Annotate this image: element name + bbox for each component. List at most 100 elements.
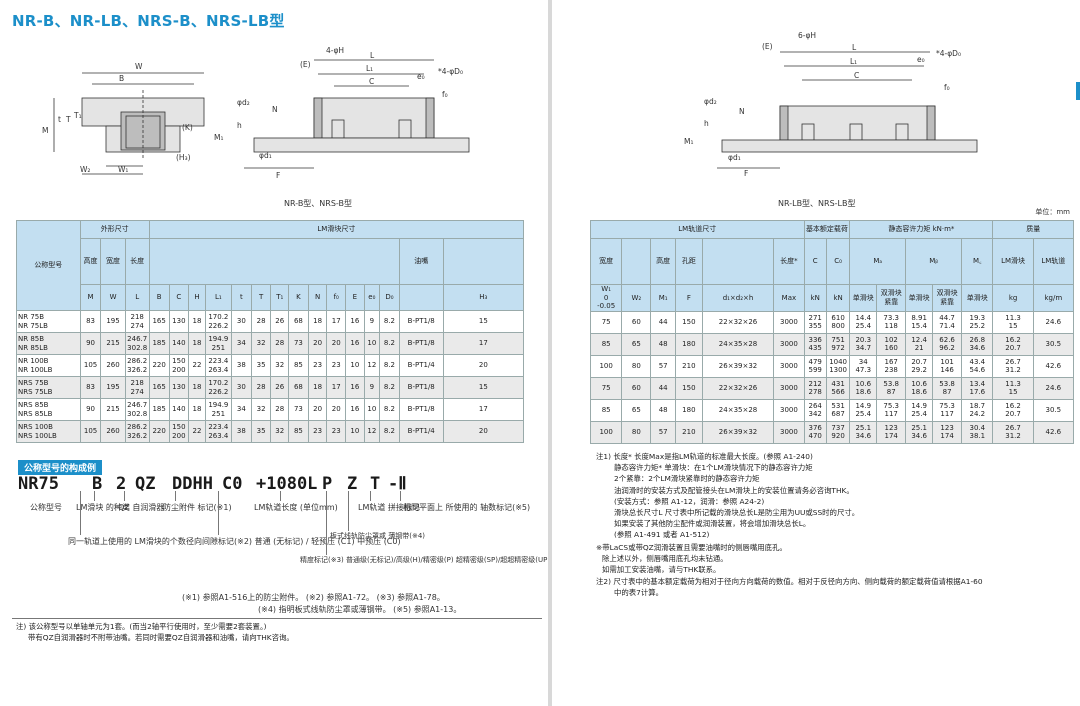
dim-b-label: B <box>119 74 124 83</box>
left-page: NR-B、NR-LB、NRS-B、NRS-LB型 W B M t T T₁ (K… <box>12 12 551 642</box>
table-cell: 3000 <box>773 420 805 444</box>
cell-model: NRS 85B NRS 85LB <box>16 398 81 421</box>
label-parallel: 相同平面上 所使用的 轴数标记(※5) <box>403 503 531 512</box>
table-cell: 25.1 34.6 <box>849 420 878 444</box>
dim-holes-label: 4-φH <box>326 46 344 55</box>
th-right-col: kN <box>825 284 851 312</box>
table-cell: 53.8 87 <box>876 376 907 400</box>
th-right-col: 单滑块 <box>905 284 934 312</box>
table-cell: 170.2 226.2 <box>204 310 233 333</box>
table-cell: 26.7 31.2 <box>992 420 1034 444</box>
dim-f-label-r: F <box>744 169 748 178</box>
table-cell: 150 200 <box>168 420 190 443</box>
table-cell: 140 <box>168 398 190 421</box>
table-cell: 62.6 96.2 <box>932 332 963 356</box>
dim-n-label: N <box>272 105 278 114</box>
ref-line-1: (※1) 参照A1-516上的防尘附件。 (※2) 参照A1-72。 (※3) … <box>182 593 445 602</box>
table-cell: 32 <box>250 332 272 355</box>
code-part: DDHH <box>172 474 213 494</box>
th-left-col: M <box>79 284 102 311</box>
th-height-r: 高度 <box>650 238 676 285</box>
th-right-col: kg <box>992 284 1034 312</box>
note-right: (安装方式：参照 A1-12，润滑：参照 A24-2) <box>614 497 765 506</box>
table-cell: 8.2 <box>379 376 400 399</box>
table-cell: 102 160 <box>876 332 907 356</box>
table-cell: 28 <box>250 310 272 333</box>
th-right-col: 双滑块 紧靠 <box>876 284 907 312</box>
table-cell: 20.7 29.2 <box>905 354 934 378</box>
table-cell: 28 <box>270 332 290 355</box>
dim-h-label: h <box>237 121 242 130</box>
table-cell: 28 <box>250 376 272 399</box>
th-mb: Mᵦ <box>905 238 963 285</box>
th-block: LM滑块尺寸 <box>148 220 525 239</box>
th-length: 长度 <box>124 238 150 285</box>
th-left-col: t <box>231 284 252 311</box>
th-left-col: f₀ <box>326 284 347 311</box>
side-tab <box>1076 82 1080 100</box>
table-cell: 90 <box>79 332 102 355</box>
table-cell: 101 146 <box>932 354 963 378</box>
th-model: 公称型号 <box>16 220 81 311</box>
label-rail-joint: LM轨道 拼接标记 <box>358 503 420 512</box>
ref-line-2: (※4) 指明板式线轨防尘罩或薄钢带。 (※5) 参照A1-13。 <box>258 605 462 614</box>
table-cell: 150 <box>674 376 703 400</box>
table-cell: B-PT1/8 <box>398 310 444 333</box>
th-static: 静态容许力矩 kN·m* <box>849 220 994 239</box>
cell-model: NR 85B NR 85LB <box>16 332 81 355</box>
dim-d1-label: φd₁ <box>259 151 272 160</box>
table-cell: 85 <box>288 420 309 443</box>
dim-h3-label: (H₃) <box>176 153 191 162</box>
table-cell: 68 <box>288 376 309 399</box>
table-cell: 12 <box>363 354 381 377</box>
table-cell: 90 <box>79 398 102 421</box>
table-cell: 18 <box>307 376 328 399</box>
table-cell: 43.4 54.6 <box>961 354 994 378</box>
note-right: 中的表7计算。 <box>614 588 664 597</box>
table-cell: 30 <box>231 376 252 399</box>
table-cell: 18 <box>188 398 206 421</box>
table-cell: 260 <box>100 354 126 377</box>
table-cell: 68 <box>288 310 309 333</box>
table-cell: 3000 <box>773 376 805 400</box>
dim-l-label-r: L <box>852 43 857 52</box>
th-right-col: W₂ <box>621 284 652 312</box>
dim-e0-label-r: e₀ <box>917 55 925 64</box>
table-cell: 19.3 25.2 <box>961 310 994 334</box>
table-cell: 20 <box>442 354 525 377</box>
label-count: 同一轨道上使用的 LM滑块的个数 <box>68 537 186 546</box>
table-cell: 85 <box>589 398 623 422</box>
dim-d2-label: φd₂ <box>237 98 250 107</box>
table-cell: 218 274 <box>124 376 150 399</box>
dim-d2-label-r: φd₂ <box>704 97 717 106</box>
note-right: 注1) 长度* 长度Max是指LM轨道的标准最大长度。(参照 A1-240) <box>596 452 813 461</box>
th-left-col: D₀ <box>379 284 400 311</box>
table-cell: 123 174 <box>932 420 963 444</box>
table-cell: 8.91 15.4 <box>905 310 934 334</box>
table-cell: 3000 <box>773 354 805 378</box>
table-cell: 210 <box>674 420 703 444</box>
table-cell: 75.3 117 <box>932 398 963 422</box>
table-cell: 20.3 34.7 <box>849 332 878 356</box>
nr-b-drawing: W B M t T T₁ (K) (H₃) W₂ W₁ (E) 4-φH L L… <box>42 46 470 180</box>
label-model: 公称型号 <box>30 503 62 512</box>
table-cell: 48 <box>650 398 676 422</box>
th-left-col: e₀ <box>363 284 381 311</box>
table-cell: 28 <box>270 398 290 421</box>
th-right-col: d₁×d₂×h <box>701 284 775 312</box>
dim-tt-label: T <box>65 115 71 124</box>
table-cell: 14.4 25.4 <box>849 310 878 334</box>
code-part: NR75 <box>18 474 59 494</box>
nr-lb-drawing: (E) 6-φH L L₁ C e₀ *4-φD₀ f₀ φd₂ h N M₁ … <box>684 31 978 178</box>
table-cell: 44 <box>650 310 676 334</box>
dim-n-label-r: N <box>739 107 745 116</box>
th-right-col: 单滑块 <box>961 284 994 312</box>
table-cell: 73 <box>288 332 309 355</box>
table-cell: 73 <box>288 398 309 421</box>
table-cell: B-PT1/8 <box>398 332 444 355</box>
table-cell: 170.2 226.2 <box>204 376 233 399</box>
